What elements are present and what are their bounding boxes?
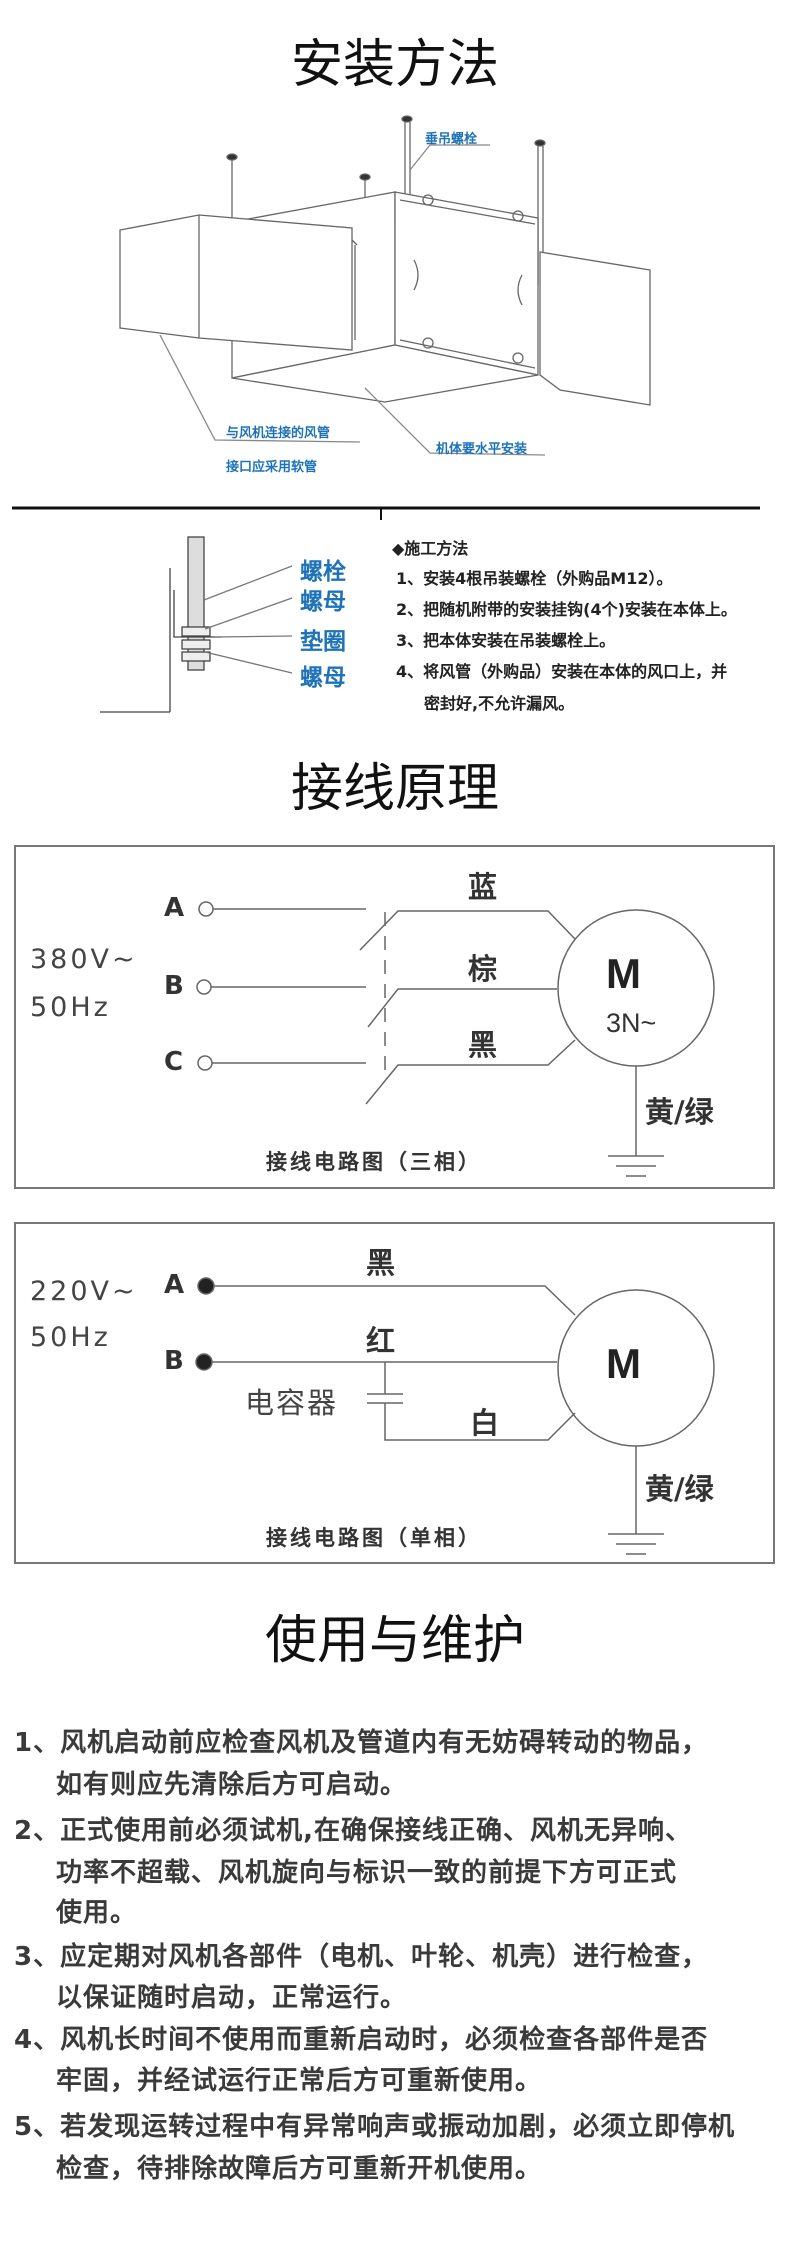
duct-label: 与风机连接的风管 xyxy=(226,426,331,441)
washer-label: 垫圈 xyxy=(300,629,346,655)
single-phase-voltage: 220V~ xyxy=(30,1276,138,1307)
maintenance-line: 2、正式使用前必须试机,在确保接线正确、风机无异响、 xyxy=(14,1816,692,1846)
maintenance-line: 以保证随时启动，正常运行。 xyxy=(56,1983,408,2013)
wire-black-label-single: 黑 xyxy=(366,1246,396,1280)
terminal-b-single: B xyxy=(164,1346,184,1376)
level-install-label: 机体要水平安装 xyxy=(436,442,528,457)
three-phase-voltage: 380V~ xyxy=(30,944,138,975)
terminal-b: B xyxy=(164,971,184,1001)
three-phase-frequency: 50Hz xyxy=(30,992,111,1023)
bolt-assembly-diagram xyxy=(100,536,293,713)
wire-blue-label: 蓝 xyxy=(468,870,498,904)
step-3: 3、把本体安装在吊装螺栓上。 xyxy=(396,631,616,650)
flex-joint-label: 接口应采用软管 xyxy=(226,460,318,475)
hanging-bolt-label: 垂吊螺栓 xyxy=(425,132,478,147)
bolt-label: 螺栓 xyxy=(300,559,346,585)
terminal-a: A xyxy=(164,893,185,923)
maintenance-line: 使用。 xyxy=(56,1898,138,1928)
maintenance-line: 牢固，并经试运行正常后方可重新使用。 xyxy=(56,2066,543,2096)
install-title: 安装方法 xyxy=(290,35,499,95)
wire-brown-label: 棕 xyxy=(468,952,498,986)
fan-install-diagram xyxy=(12,115,760,520)
maintenance-line: 3、应定期对风机各部件（电机、叶轮、机壳）进行检查， xyxy=(14,1942,709,1972)
method-title: ◆施工方法 xyxy=(392,539,469,558)
single-phase-caption: 接线电路图（单相） xyxy=(266,1526,482,1550)
terminal-c: C xyxy=(164,1047,184,1077)
wire-white-label: 白 xyxy=(470,1406,500,1440)
maintenance-line: 4、风机长时间不使用而重新启动时，必须检查各部件是否 xyxy=(14,2025,709,2055)
capacitor-label: 电容器 xyxy=(245,1386,339,1420)
wiring-title: 接线原理 xyxy=(290,759,499,819)
maintenance-line: 1、风机启动前应检查风机及管道内有无妨碍转动的物品， xyxy=(14,1728,709,1758)
single-phase-frequency: 50Hz xyxy=(30,1322,111,1353)
terminal-a-single: A xyxy=(164,1270,185,1300)
nut-label-2: 螺母 xyxy=(300,665,346,691)
maintenance-line: 功率不超载、风机旋向与标识一致的前提下方可正式 xyxy=(56,1858,678,1888)
step-4: 4、将风管（外购品）安装在本体的风口上，并 xyxy=(396,662,728,681)
step-4-cont: 密封好,不允许漏风。 xyxy=(424,694,575,713)
wire-red-label: 红 xyxy=(366,1324,396,1358)
maintenance-title: 使用与维护 xyxy=(264,1611,525,1671)
nut-label: 螺母 xyxy=(300,589,346,615)
maintenance-line: 检查，待排除故障后方可重新开机使用。 xyxy=(56,2154,543,2184)
step-2: 2、把随机附带的安装挂钩(4个)安装在本体上。 xyxy=(396,600,737,619)
maintenance-line: 5、若发现运转过程中有异常响声或振动加剧，必须立即停机 xyxy=(14,2112,736,2142)
motor-type: 3N~ xyxy=(606,1008,657,1038)
three-phase-circuit xyxy=(14,845,775,1564)
motor-symbol-single: M xyxy=(606,1340,641,1387)
maintenance-line: 如有则应先清除后方可启动。 xyxy=(56,1770,408,1800)
three-phase-caption: 接线电路图（三相） xyxy=(266,1150,482,1174)
motor-symbol: M xyxy=(606,950,641,997)
wire-black-label: 黑 xyxy=(468,1028,498,1062)
ground-label: 黄/绿 xyxy=(645,1095,714,1129)
step-1: 1、安装4根吊装螺栓（外购品M12）。 xyxy=(396,569,673,588)
ground-label-single: 黄/绿 xyxy=(645,1472,714,1506)
